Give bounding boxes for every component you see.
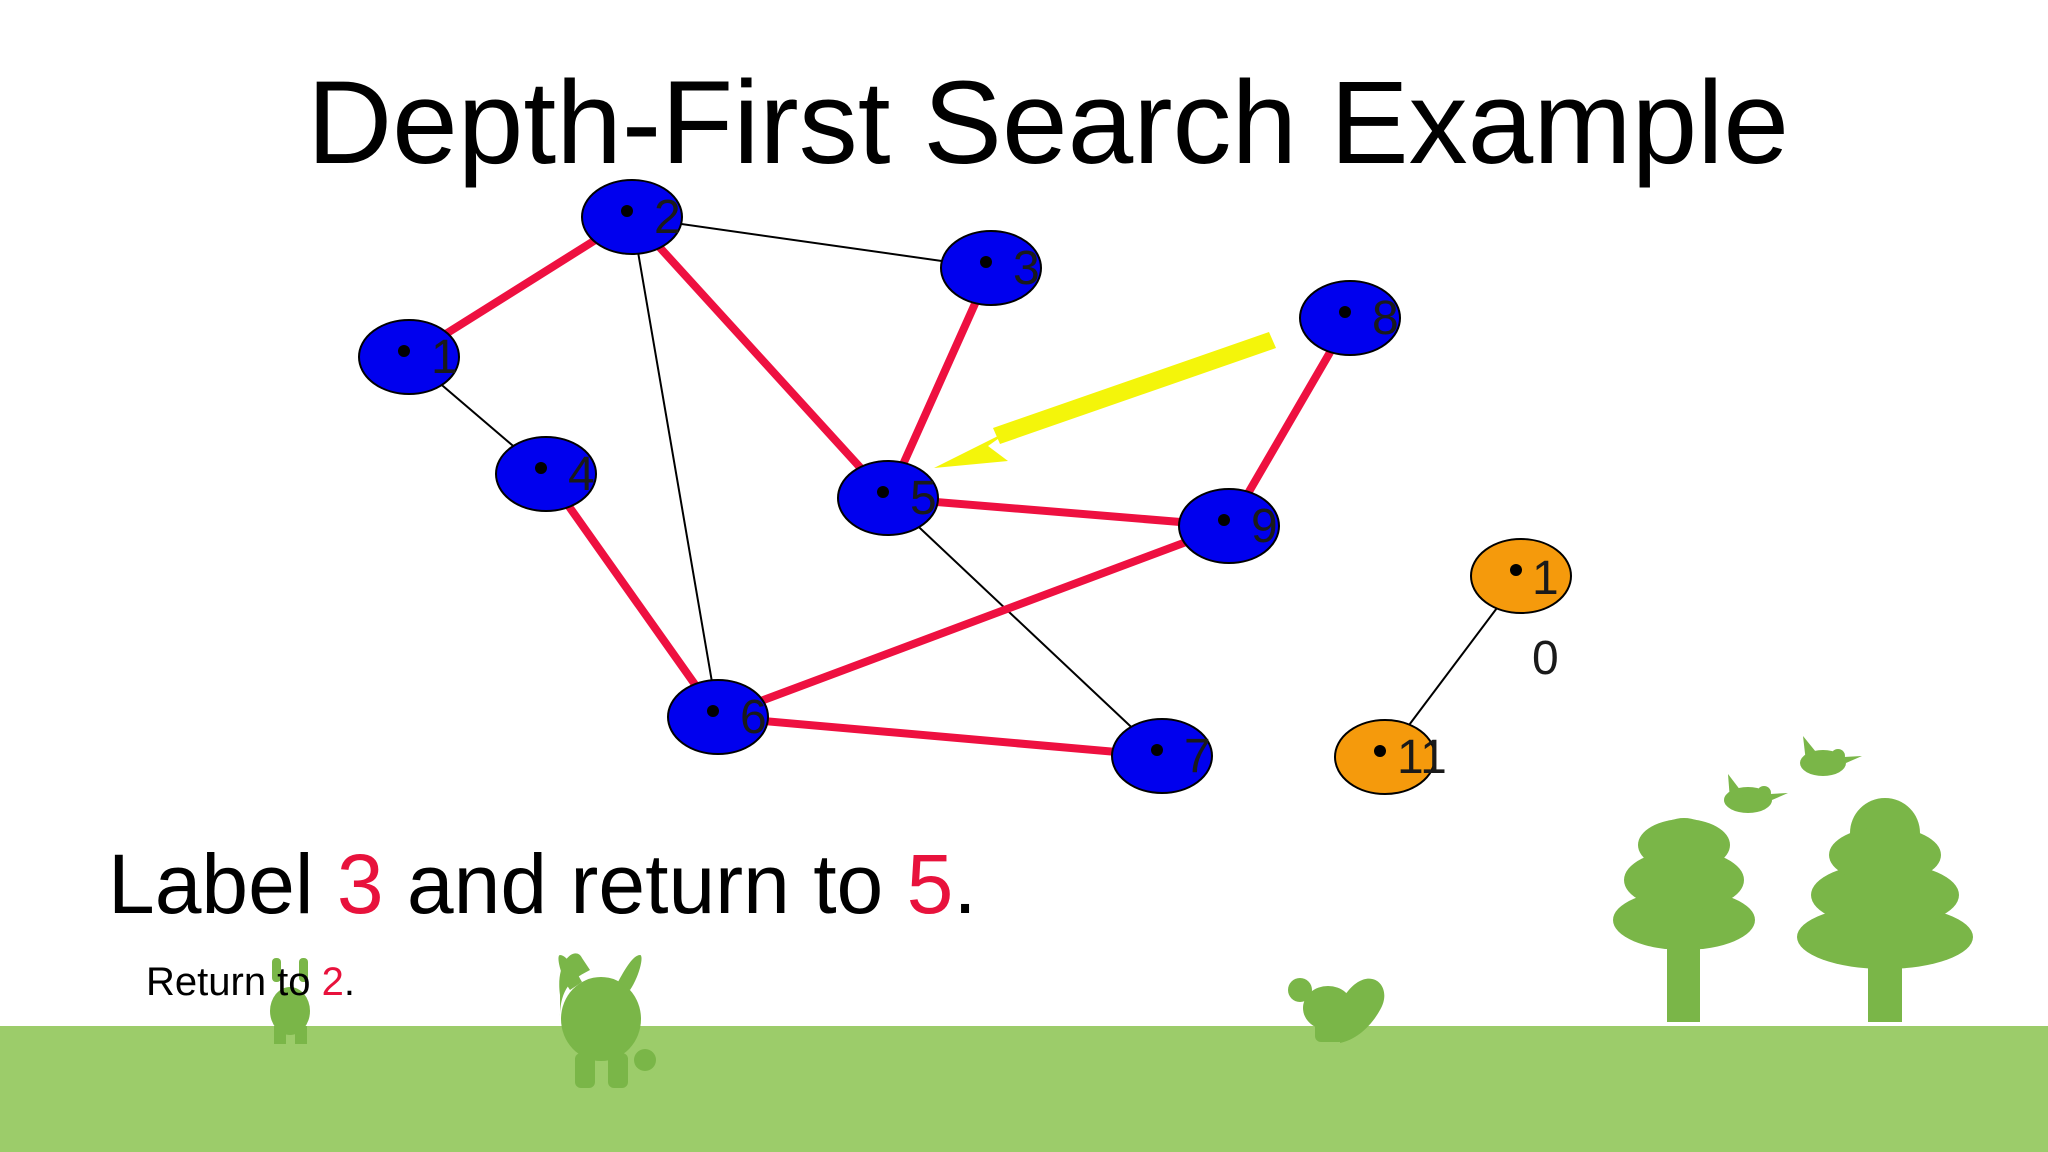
tree-left-icon <box>1613 818 1755 1022</box>
node-8-label: 8 <box>1372 292 1399 345</box>
node-9-label: 9 <box>1251 500 1278 553</box>
node-9-bullet <box>1218 514 1230 526</box>
node-11-bullet <box>1374 745 1386 757</box>
node-5-label: 5 <box>910 472 937 525</box>
node-1-shape <box>358 319 460 395</box>
node-2-shape <box>581 179 683 255</box>
node-5: 5 <box>837 460 939 536</box>
caption-second-number: 5 <box>906 837 954 931</box>
node-2-label: 2 <box>654 191 681 244</box>
node-8-shape <box>1299 280 1401 356</box>
caption-prefix: Label <box>108 837 337 931</box>
node-10-bullet <box>1510 564 1522 576</box>
node-8-bullet <box>1339 306 1351 318</box>
edge-5-9 <box>887 494 1230 530</box>
node-2-bullet <box>621 205 633 217</box>
caption-first-number: 3 <box>336 837 384 931</box>
node-1-label: 1 <box>431 331 458 384</box>
edge-3-5 <box>884 266 995 500</box>
node-1-bullet <box>398 345 410 357</box>
node-6: 6 <box>667 679 769 755</box>
node-5-shape <box>837 460 939 536</box>
edge-2-3 <box>631 216 992 269</box>
squirrel-icon <box>1288 978 1385 1043</box>
node-9-shape <box>1178 488 1280 564</box>
node-3: 3 <box>940 230 1042 306</box>
node-7-label: 7 <box>1184 730 1211 783</box>
caption-middle: and return to <box>383 837 907 931</box>
bunny-icon <box>270 958 310 1044</box>
bird-right-icon <box>1800 736 1862 776</box>
node-5-bullet <box>877 486 889 498</box>
edge-6-9 <box>716 522 1231 721</box>
node-7: 7 <box>1111 718 1213 794</box>
node-10-label: 0 <box>1532 632 1559 685</box>
node-4: 4 <box>495 436 597 512</box>
node-6-shape <box>667 679 769 755</box>
slide-title: Depth-First Search Example <box>306 57 1790 189</box>
bird-left-icon <box>1724 774 1788 813</box>
node-10-label: 1 <box>1532 552 1559 605</box>
node-11: 11 <box>1334 719 1447 795</box>
ground <box>0 1026 2048 1152</box>
pointer-arrow <box>934 332 1276 468</box>
node-4-label: 4 <box>568 448 595 501</box>
tree-right-icon <box>1797 798 1973 1022</box>
node-3-label: 3 <box>1013 242 1040 295</box>
node-3-bullet <box>980 256 992 268</box>
node-7-shape <box>1111 718 1213 794</box>
node-6-bullet <box>707 705 719 717</box>
edge-2-5 <box>629 214 891 501</box>
subcaption-prefix: Return to <box>146 960 322 1004</box>
node-7-bullet <box>1151 744 1163 756</box>
subcaption-number: 2 <box>321 960 344 1004</box>
node-6-label: 6 <box>740 691 767 744</box>
node-3-shape <box>940 230 1042 306</box>
edge-5-7 <box>887 497 1163 757</box>
node-4-shape <box>495 436 597 512</box>
node-11-label: 11 <box>1397 731 1447 784</box>
rabbit-icon <box>558 953 656 1088</box>
subcaption-suffix: . <box>343 960 356 1004</box>
node-2: 2 <box>581 179 683 255</box>
edge-2-6 <box>631 216 719 718</box>
edge-4-6 <box>542 471 722 720</box>
step-subcaption: Return to 2. <box>146 962 355 1002</box>
node-1: 1 <box>358 319 460 395</box>
edge-6-7 <box>717 713 1163 760</box>
node-9: 9 <box>1178 488 1280 564</box>
step-caption: Label 3 and return to 5. <box>108 842 977 926</box>
node-4-bullet <box>535 462 547 474</box>
node-8: 8 <box>1299 280 1401 356</box>
node-10: 10 <box>1470 538 1572 685</box>
node-10-shape <box>1470 538 1572 614</box>
caption-suffix: . <box>953 837 977 931</box>
node-11-shape <box>1334 719 1436 795</box>
